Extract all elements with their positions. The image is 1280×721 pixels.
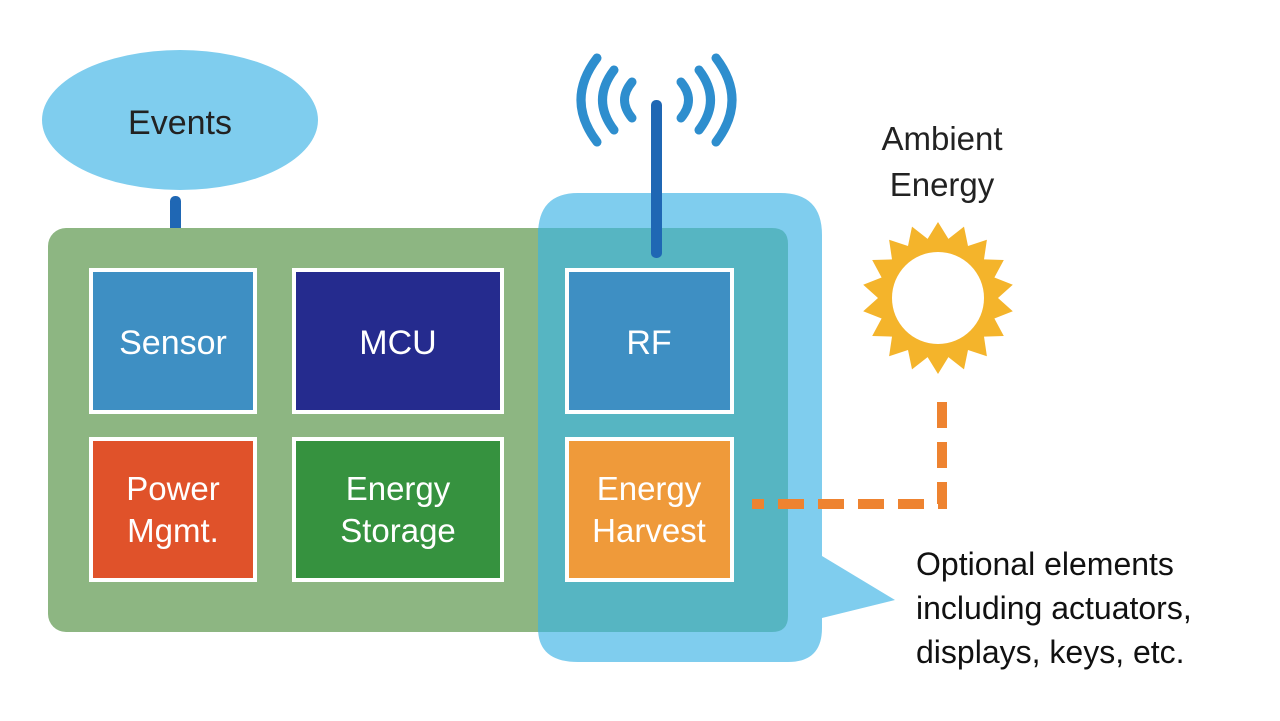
optional-caption-line3: displays, keys, etc. bbox=[916, 634, 1185, 670]
sensor-label: Sensor bbox=[119, 324, 227, 362]
optional-caption-line2: including actuators, bbox=[916, 590, 1192, 626]
energy-harvest-block: Energy Harvest bbox=[565, 437, 734, 582]
radio-waves-icon bbox=[576, 53, 737, 147]
harvest-dashed-connector bbox=[752, 402, 947, 509]
antenna-icon bbox=[651, 100, 662, 258]
ambient-energy-label-line1: Ambient bbox=[881, 120, 1002, 157]
energy-harvest-label-line2: Harvest bbox=[592, 512, 706, 549]
power-mgmt-label-line2: Mgmt. bbox=[127, 512, 219, 549]
energy-storage-block: Energy Storage bbox=[292, 437, 504, 582]
energy-storage-label-line2: Storage bbox=[340, 512, 456, 549]
rf-label: RF bbox=[626, 324, 671, 362]
events-label: Events bbox=[128, 104, 232, 142]
energy-storage-label-line1: Energy bbox=[346, 470, 451, 507]
ambient-energy-label-line2: Energy bbox=[890, 166, 995, 203]
energy-harvest-label-line1: Energy bbox=[597, 470, 702, 507]
events-node: Events bbox=[42, 50, 318, 190]
mcu-label: MCU bbox=[359, 324, 436, 362]
events-ellipse bbox=[42, 50, 318, 190]
mcu-block: MCU bbox=[292, 268, 504, 414]
sensor-block: Sensor bbox=[89, 268, 257, 414]
power-mgmt-label-line1: Power bbox=[126, 470, 220, 507]
optional-caption-line1: Optional elements bbox=[916, 546, 1174, 582]
rf-block: RF bbox=[565, 268, 734, 414]
power-mgmt-block: Power Mgmt. bbox=[89, 437, 257, 582]
sun-icon bbox=[863, 222, 1013, 374]
